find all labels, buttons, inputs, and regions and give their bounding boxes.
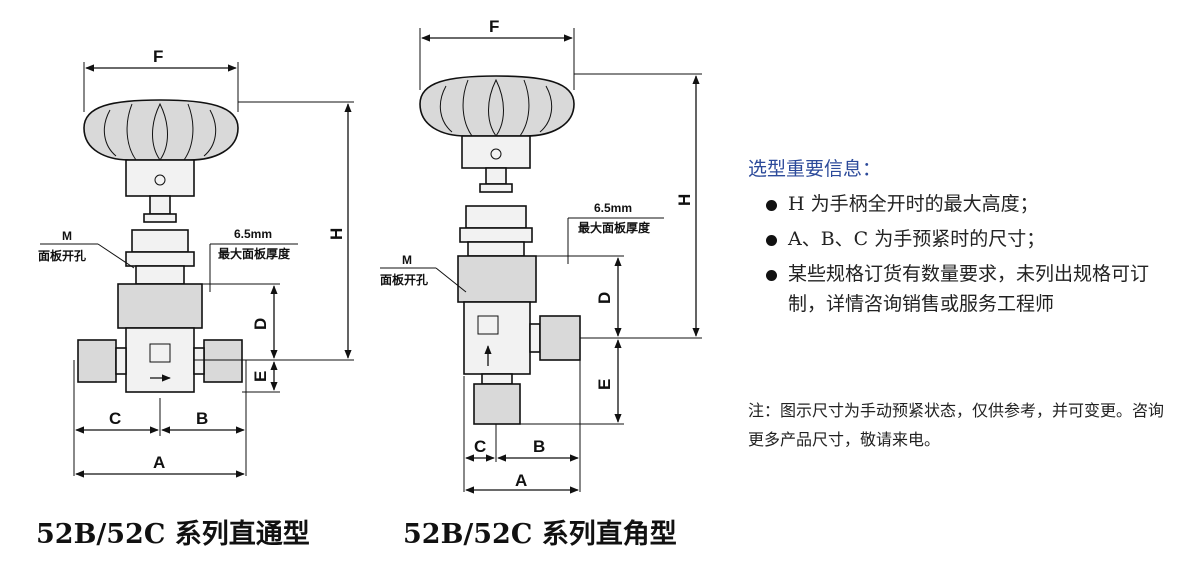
right-label-e: E xyxy=(595,379,614,390)
left-label-panel-hole: 面板开孔 xyxy=(38,248,86,263)
info-title: 选型重要信息： xyxy=(748,158,882,180)
handle xyxy=(419,75,575,169)
info-item-text: A、B、C 为手预紧时的尺寸； xyxy=(788,228,1046,250)
valve-diagrams: F H M 面板开孔 6.5mm 最大面板厚度 D E C B A xyxy=(38,17,702,494)
caption-straight-type: 52B/52C 系列直通型 xyxy=(36,519,310,550)
right-label-thickness-text: 最大面板厚度 xyxy=(578,220,651,235)
info-item: 某些规格订货有数量要求，未列出规格可订制，详情咨询销售或服务工程师 xyxy=(748,259,1168,319)
left-label-a: A xyxy=(153,453,165,472)
straight-valve-drawing: F H M 面板开孔 6.5mm 最大面板厚度 D E C B A xyxy=(38,47,354,478)
info-list: H 为手柄全开时的最大高度； A、B、C 为手预紧时的尺寸； 某些规格订货有数量… xyxy=(748,189,1168,319)
selection-info-panel: 选型重要信息： H 为手柄全开时的最大高度； A、B、C 为手预紧时的尺寸； 某… xyxy=(748,154,1168,449)
bullet-icon xyxy=(766,200,777,211)
handle xyxy=(83,99,239,197)
right-label-a: A xyxy=(515,471,527,490)
right-label-thickness-value: 6.5mm xyxy=(594,201,632,215)
right-label-c: C xyxy=(474,437,486,456)
info-item: A、B、C 为手预紧时的尺寸； xyxy=(748,224,1168,254)
right-label-m: M xyxy=(402,253,412,267)
left-label-thickness-text: 最大面板厚度 xyxy=(218,246,291,261)
left-label-m: M xyxy=(62,229,72,243)
info-note: 注：图示尺寸为手动预紧状态，仅供参考，并可变更。咨询更多产品尺寸，敬请来电。 xyxy=(748,401,1165,449)
left-label-f: F xyxy=(153,47,163,66)
bullet-icon xyxy=(766,270,777,281)
info-item-text: 某些规格订货有数量要求，未列出规格可订制，详情咨询销售或服务工程师 xyxy=(788,263,1150,315)
right-label-panel-hole: 面板开孔 xyxy=(380,272,428,287)
info-item-text: H 为手柄全开时的最大高度； xyxy=(788,193,1039,215)
right-label-b: B xyxy=(533,437,545,456)
caption-angle-type: 52B/52C 系列直角型 xyxy=(403,519,677,550)
left-label-b: B xyxy=(196,409,208,428)
info-item: H 为手柄全开时的最大高度； xyxy=(748,189,1168,219)
right-label-h: H xyxy=(675,194,694,206)
bullet-icon xyxy=(766,235,777,246)
angle-valve-drawing: F H M 面板开孔 6.5mm 最大面板厚度 D E C B A xyxy=(380,17,702,494)
left-label-h: H xyxy=(327,228,346,240)
left-label-e: E xyxy=(251,371,270,382)
right-label-f: F xyxy=(489,17,499,36)
right-label-d: D xyxy=(595,292,614,304)
left-label-c: C xyxy=(109,409,121,428)
left-label-d: D xyxy=(251,318,270,330)
left-label-thickness-value: 6.5mm xyxy=(234,227,272,241)
